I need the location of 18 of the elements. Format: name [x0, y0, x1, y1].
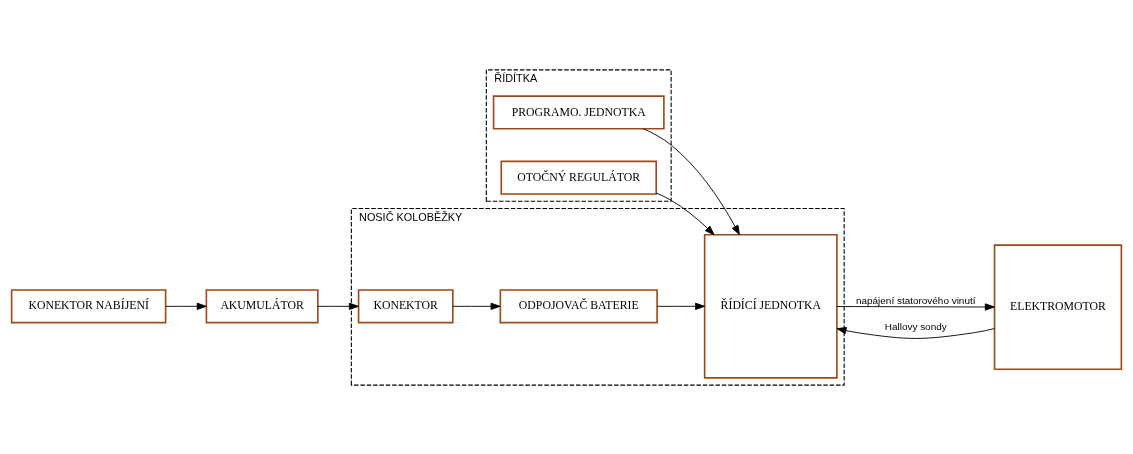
arrow [317, 302, 359, 310]
arrow [452, 302, 501, 310]
node-box: ELEKTROMOTOR [993, 243, 1123, 370]
node-box: ODPOJOVAČ BATERIE [499, 288, 658, 323]
arrow [165, 302, 207, 310]
arrow [836, 326, 995, 339]
edge-label: Hallovy sondy [884, 320, 947, 332]
edge-label: napájení statorového vinutí [855, 294, 976, 306]
node-box: AKUMULÁTOR [205, 288, 319, 323]
arrow [656, 302, 706, 310]
node-box: KONEKTOR NABÍJENÍ [10, 288, 167, 323]
node-box: OTOČNÝ REGULÁTOR [500, 160, 657, 195]
node-box: PROGRAMO. JEDNOTKA [492, 94, 665, 130]
node-box: ŘÍDÍCÍ JEDNOTKA [703, 233, 838, 379]
arrow [642, 127, 740, 235]
arrow [836, 302, 995, 311]
node-box: KONEKTOR [357, 288, 454, 323]
arrow [655, 192, 715, 235]
